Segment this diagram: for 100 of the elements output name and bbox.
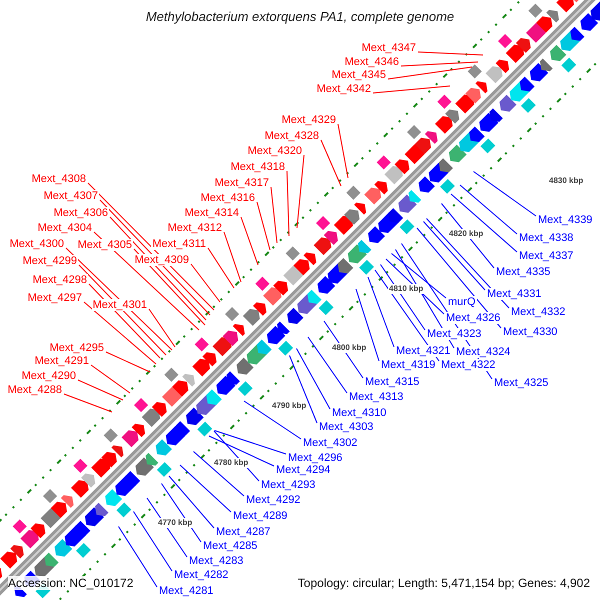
- gene-label: Mext_4282: [173, 569, 230, 581]
- gene-label: Mext_4288: [6, 384, 63, 396]
- leader-line: [208, 436, 274, 466]
- position-label: 4800 kbp: [331, 343, 368, 353]
- leader-line: [320, 140, 342, 186]
- leader-line: [133, 511, 172, 572]
- genome-summary-text: Topology: circular; Length: 5,471,154 bp; Genes: 4,902: [298, 576, 590, 590]
- gene-label: Mext_4316: [200, 192, 256, 204]
- leader-line: [423, 221, 486, 290]
- gene-label: Mext_4321: [395, 345, 452, 357]
- gene-label: Mext_4337: [518, 250, 574, 262]
- gene-label: Mext_4324: [455, 346, 512, 358]
- position-label: 4830 kbp: [548, 176, 584, 186]
- leader-line: [148, 308, 176, 348]
- leader-line: [356, 288, 380, 362]
- gene-label: Mext_4346: [344, 56, 400, 68]
- gene-label: Mext_4289: [232, 510, 288, 522]
- leader-line: [193, 451, 244, 496]
- leader-line: [84, 302, 156, 364]
- gene-label: Mext_4314: [184, 207, 240, 219]
- leader-line: [286, 170, 290, 236]
- leader-line: [208, 248, 234, 288]
- gene-label: Mext_4325: [493, 377, 550, 389]
- leader-line: [418, 52, 484, 56]
- gene-label: Mext_4318: [230, 161, 286, 173]
- leader-line: [78, 264, 166, 356]
- gene-label: Mext_4323: [426, 328, 482, 340]
- gene-label: Mext_4304: [36, 222, 93, 234]
- leader-line: [296, 154, 304, 228]
- gene-label: Mext_4339: [537, 214, 594, 226]
- leader-line: [391, 253, 446, 298]
- gene-label: Mext_4335: [495, 266, 552, 278]
- leader-line: [180, 464, 232, 512]
- leader-line: [240, 216, 258, 266]
- gene-label: Mext_4285: [202, 540, 258, 552]
- gene-label: Mext_4291: [34, 355, 90, 367]
- leader-line: [100, 200, 210, 316]
- gene-label: Mext_4347: [360, 42, 417, 54]
- gene-label: Mext_4315: [364, 376, 420, 388]
- gene-label: Mext_4308: [30, 173, 87, 185]
- leader-line: [416, 228, 502, 328]
- position-label: 4780 kbp: [213, 458, 250, 468]
- gene-label: Mext_4320: [246, 145, 303, 157]
- gene-label: Mext_4302: [302, 437, 358, 449]
- gene-label: Mext_4317: [214, 177, 270, 189]
- gene-label: murQ: [447, 296, 476, 308]
- leader-line: [214, 430, 286, 454]
- gene-label: Mext_4322: [440, 359, 496, 371]
- leader-line: [88, 182, 214, 310]
- gene-label: Mext_4313: [348, 391, 404, 403]
- gene-label: Mext_4293: [260, 479, 316, 491]
- gene-label: Mext_4299: [22, 255, 78, 267]
- gene-label: Mext_4329: [280, 114, 337, 126]
- leader-line: [308, 336, 348, 394]
- position-label: 4820 kbp: [448, 229, 484, 239]
- gene-label: Mext_4332: [510, 306, 566, 318]
- gene-label: Mext_4301: [92, 299, 148, 311]
- leader-line: [450, 194, 518, 252]
- leader-line: [426, 218, 510, 308]
- gene-label: Mext_4306: [52, 207, 109, 219]
- leader-line: [338, 124, 348, 178]
- leader-line: [90, 364, 130, 394]
- leader-line: [296, 348, 330, 410]
- gene-label: Mext_4307: [42, 190, 99, 202]
- leader-line: [473, 171, 536, 216]
- leader-line: [168, 476, 214, 528]
- gene-label: Mext_4326: [445, 312, 502, 324]
- leader-line: [289, 355, 318, 424]
- gene-label: Mext_4311: [151, 238, 207, 250]
- map-title: Methylobacterium extorquens PA1, complete genome: [144, 9, 456, 24]
- gene-label: Mext_4312: [166, 222, 223, 234]
- gene-label: Mext_4309: [134, 254, 190, 266]
- leader-line: [110, 216, 206, 320]
- gene-label: Mext_4331: [486, 288, 542, 300]
- gene-label: Mext_4287: [215, 526, 272, 538]
- leader-line: [118, 526, 158, 588]
- gene-label: Mext_4303: [318, 421, 374, 433]
- gene-label: Mext_4328: [264, 130, 320, 142]
- gene-label: Mext_4294: [275, 464, 332, 476]
- leader-line: [106, 352, 150, 372]
- leader-line: [224, 232, 242, 282]
- leader-line: [190, 264, 220, 302]
- leader-line: [78, 380, 124, 400]
- gene-label: Mext_4305: [76, 239, 133, 251]
- gene-label: Mext_4345: [330, 69, 387, 81]
- position-label: 4790 kbp: [271, 401, 308, 411]
- position-label: 4810 kbp: [388, 284, 424, 294]
- leader-line: [244, 400, 302, 440]
- gene-label: Mext_4292: [245, 494, 302, 506]
- leader-line: [368, 276, 394, 348]
- gene-label: Mext_4290: [20, 370, 77, 382]
- gene-label: Mext_4297: [26, 292, 83, 304]
- leader-line: [372, 86, 450, 94]
- gene-label: Mext_4310: [331, 407, 388, 419]
- leader-line: [400, 62, 478, 66]
- position-label: 4770 kbp: [157, 518, 194, 528]
- leader-line: [256, 202, 270, 250]
- leader-line: [270, 186, 278, 244]
- leader-line: [388, 66, 472, 80]
- gene-label: Mext_4281: [158, 585, 214, 597]
